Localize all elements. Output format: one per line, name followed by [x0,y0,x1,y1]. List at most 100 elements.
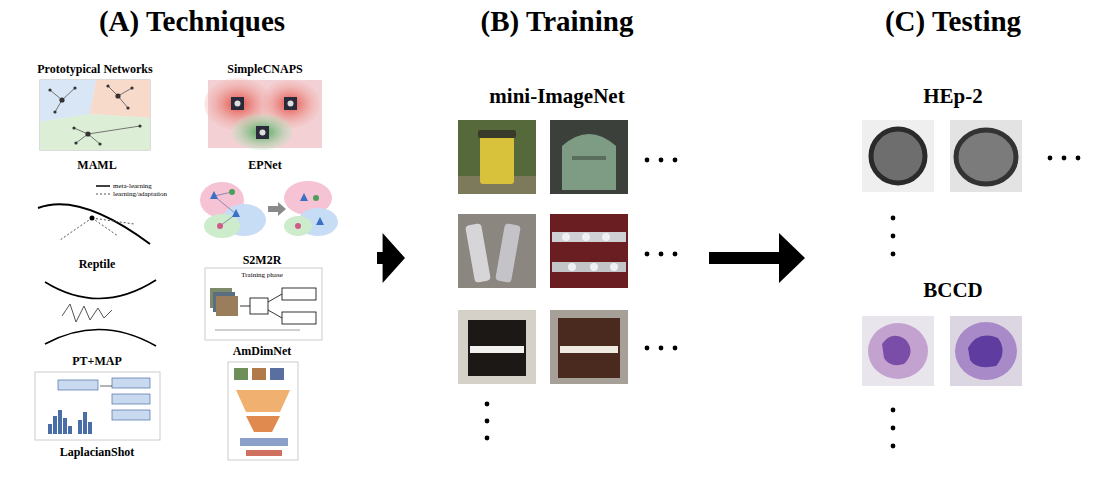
protonet-figure-part-part [130,86,133,89]
ellipsis-dots-part [673,252,678,257]
epnet-figure-part-part [214,196,236,214]
stage-panel: (C) TestingHEp-2BCCD [806,0,1100,472]
miniimagenet-photos [458,120,628,384]
miniimagenet-photos-part [562,233,618,271]
miniimagenet-photos-part-part [568,263,576,271]
technique-name: LaplacianShot [60,446,135,460]
simplecnaps-figure-part [256,126,269,139]
epnet-figure-part-part [214,192,232,196]
flow-arrow [709,233,805,283]
technique-name: SimpleCNAPS [227,63,302,77]
protonet-figure-part [40,80,150,150]
technique-name: EPNet [248,159,281,173]
miniimagenet-photos-part [480,134,514,184]
ellipsis-dots-part [659,346,664,351]
s2m2r-figure-part [282,312,316,324]
hep2-cell-images [862,120,1022,192]
epnet-figure-part [284,181,332,215]
ptmap-figure-part [48,410,92,434]
protonet-figure-part-part [88,134,100,144]
amdimnet-figure-part [236,390,290,412]
hep2-cell-images-part [862,120,934,192]
epnet-figure-part [295,223,301,229]
miniimagenet-photos-part [562,134,616,190]
s2m2r-figure-part [213,292,235,312]
panel-heading: (A) Techniques [99,5,285,38]
ptmap-figure-part [100,386,112,387]
simplecnaps-figure [204,78,322,150]
protonet-figure-part-part [62,88,75,100]
protonet-figure-part [40,80,96,122]
protonet-figure-part [90,80,150,118]
stage-panel: (B) Training mini-ImageNet [406,0,708,472]
reptile-figure-part [45,280,156,299]
ptmap-figure-part-part [48,424,52,434]
epnet-figure-part-part [220,214,236,226]
s2m2r-figure-part [240,306,250,307]
epnet-figure-part [232,209,240,217]
s2m2r-figure-part [268,310,282,318]
ellipsis-dots-part [891,216,896,221]
ellipsis-dots-part [645,252,650,257]
maml-figure-part-part [92,218,118,236]
miniimagenet-photos-part [552,262,626,272]
maml-figure-part [90,216,95,221]
panel-heading: (C) Testing [885,5,1021,38]
ptmap-figure-part-part [68,426,72,434]
miniimagenet-photos-part [458,214,536,288]
ellipsis-dots-part [673,158,678,163]
miniimagenet-photos-part [478,130,516,138]
maml-figure-part [60,218,134,240]
protonet-figure [40,80,150,150]
bccd-cell-images [862,316,1022,386]
ptmap-figure-part [112,378,150,388]
miniimagenet-photos-part-part [582,233,590,241]
miniimagenet-photos-part [560,346,618,353]
amdimnet-figure-part [246,450,282,456]
bccd-cell-images-part [955,322,1017,380]
ptmap-figure-part-part [58,410,62,434]
ellipsis-dots-part [891,234,896,239]
figure-legend-text: meta-learning [113,182,152,190]
simplecnaps-figure-part [284,97,297,110]
miniimagenet-photos-part [465,223,491,283]
protonet-figure-part-part [88,126,140,134]
miniimagenet-photos-part [550,120,628,194]
dataset-name: mini-ImageNet [489,84,624,108]
ellipsis-dots-part [659,158,664,163]
ptmap-figure-part-part [78,420,82,434]
figure-caption-text: Training phase [241,271,283,279]
epnet-figure-part [210,191,218,199]
hep2-cell-images-part [956,130,1016,184]
miniimagenet-photos-part [458,120,536,194]
ellipsis-dots-part [891,252,896,257]
maml-figure-part [38,204,150,244]
ellipsis-dots-part [891,426,896,431]
maml-figure-part [30,176,178,250]
protonet-figure-part-part [126,106,129,109]
ptmap-figure-part-part [88,422,92,434]
s2m2r-figure [205,268,322,340]
ptmap-figure-part-part [83,412,87,434]
ellipsis-dots-part [485,402,490,407]
s2m2r-figure-part [210,288,232,308]
panel-box [8,58,376,472]
panel-heading: (B) Training [481,5,634,38]
technique-name: S2M2R [243,254,282,268]
simplecnaps-figure-part [208,80,322,148]
maml-figure [30,176,178,250]
ellipsis-dots-part [1062,156,1067,161]
maml-figure-part-part [92,218,134,224]
epnet-figure-part [313,195,319,201]
maml-figure-part [96,194,110,195]
amdimnet-figure-part [240,438,288,446]
epnet-figure-part [284,216,312,236]
ptmap-figure-part [35,372,160,440]
bccd-cell-images-part [950,316,1022,386]
ptmap-figure-part-part [53,416,57,434]
s2m2r-figure-part [250,298,268,314]
miniimagenet-photos-part [552,232,626,242]
ellipsis-dots-part [891,408,896,413]
hep2-cell-images-part [950,120,1022,192]
